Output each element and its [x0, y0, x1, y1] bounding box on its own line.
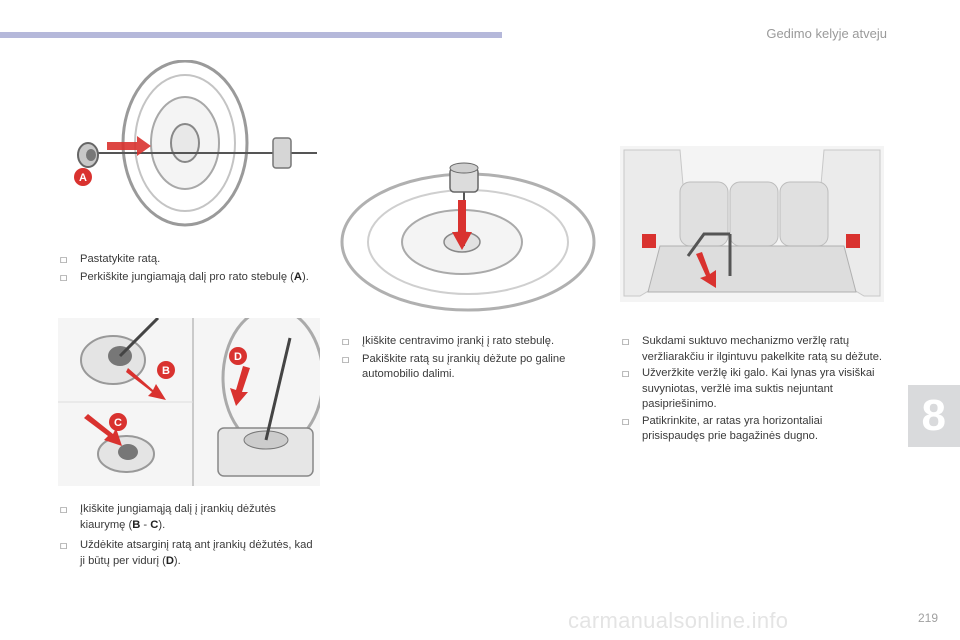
figure-wheel-connector: A: [74, 60, 317, 227]
list-item: ☐ Perkiškite jungiamąją dalį pro rato st…: [60, 270, 310, 287]
list-item: ☐ Sukdami suktuvo mechanizmo veržlę ratų…: [622, 334, 884, 365]
list-item: ☐ Užveržkite veržlę iki galo. Kai lynas …: [622, 366, 884, 413]
checkbox-icon: ☐: [60, 506, 68, 515]
checkbox-icon: ☐: [342, 338, 350, 347]
instruction-block-4: ☐ Sukdami suktuvo mechanizmo veržlę ratų…: [622, 334, 884, 446]
checkbox-icon: ☐: [622, 370, 630, 379]
watermark: carmanualsonline.info: [568, 608, 789, 633]
checkbox-icon: ☐: [60, 542, 68, 551]
chapter-number: 8: [921, 391, 946, 440]
checkbox-icon: ☐: [60, 273, 68, 283]
checkbox-icon: ☐: [60, 256, 68, 265]
checkbox-icon: ☐: [622, 417, 630, 427]
figure-trunk-crank: [620, 146, 884, 302]
instruction-block-2: ☐ Įkiškite jungiamąją dalį į įrankių dėž…: [60, 502, 318, 570]
figure-toolbox-steps: B C D: [58, 318, 320, 486]
page-number: 219: [917, 611, 938, 625]
instruction-block-3: ☐ Įkiškite centravimo įrankį į rato steb…: [342, 334, 604, 384]
label-c: C: [114, 417, 122, 429]
page-header-title: Gedimo kelyje atveju: [766, 26, 887, 41]
list-item: ☐ Patikrinkite, ar ratas yra horizontali…: [622, 414, 884, 445]
checkbox-icon: ☐: [342, 355, 350, 365]
chapter-tab: [908, 385, 960, 447]
label-b: B: [162, 365, 170, 377]
list-item: ☐ Įkiškite jungiamąją dalį į įrankių dėž…: [60, 502, 318, 533]
header-accent-bar: [0, 32, 502, 38]
list-item: ☐ Uždėkite atsarginį ratą ant įrankių dė…: [60, 538, 318, 569]
list-item: ☐ Pakiškite ratą su įrankių dėžute po ga…: [342, 352, 604, 383]
label-a: A: [79, 172, 87, 184]
list-item: ☐ Pastatykite ratą.: [60, 252, 310, 269]
figure-centering-tool: [340, 162, 596, 312]
list-item: ☐ Įkiškite centravimo įrankį į rato steb…: [342, 334, 604, 351]
label-d: D: [234, 351, 242, 363]
instruction-block-1: ☐ Pastatykite ratą. ☐ Perkiškite jungiam…: [60, 252, 310, 287]
checkbox-icon: ☐: [622, 338, 630, 347]
